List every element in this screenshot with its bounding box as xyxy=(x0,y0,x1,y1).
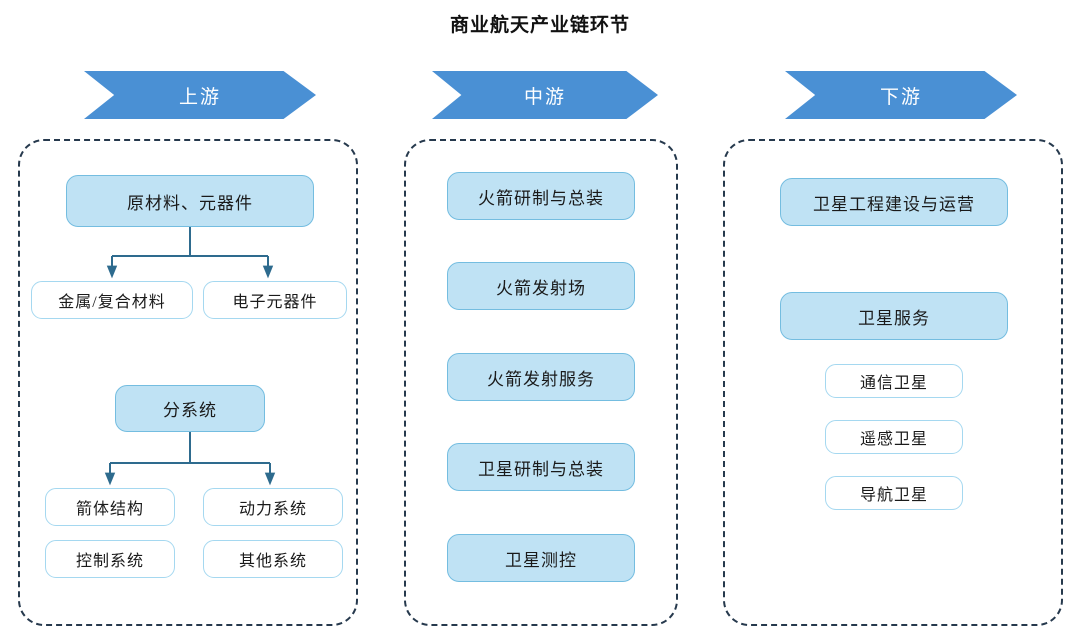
stage-banner-midstream-label: 中游 xyxy=(523,86,566,108)
stage-container-downstream xyxy=(723,139,1063,626)
page-title: 商业航天产业链环节 xyxy=(449,15,630,36)
stage-banner-upstream[interactable]: 上游 xyxy=(84,71,316,119)
node-rocket-rd-assembly[interactable]: 火箭研制与总装 xyxy=(447,172,635,220)
node-remote-sensing-satellite[interactable]: 遥感卫星 xyxy=(825,420,963,454)
node-metal-composite[interactable]: 金属/复合材料 xyxy=(31,281,193,319)
node-satellite-service[interactable]: 卫星服务 xyxy=(780,292,1008,340)
node-other-system[interactable]: 其他系统 xyxy=(203,540,343,578)
node-rocket-body-structure[interactable]: 箭体结构 xyxy=(45,488,175,526)
stage-container-midstream xyxy=(404,139,678,626)
node-satellite-tracking[interactable]: 卫星测控 xyxy=(447,534,635,582)
node-communication-satellite[interactable]: 通信卫星 xyxy=(825,364,963,398)
stage-banner-upstream-label: 上游 xyxy=(178,86,221,108)
node-satellite-engineering[interactable]: 卫星工程建设与运营 xyxy=(780,178,1008,226)
stage-banner-downstream[interactable]: 下游 xyxy=(785,71,1017,119)
stage-container-upstream xyxy=(18,139,358,626)
node-raw-materials[interactable]: 原材料、元器件 xyxy=(66,175,314,227)
node-control-system[interactable]: 控制系统 xyxy=(45,540,175,578)
node-subsystem[interactable]: 分系统 xyxy=(115,385,265,432)
node-electronic-components[interactable]: 电子元器件 xyxy=(203,281,347,319)
stage-banner-downstream-label: 下游 xyxy=(879,86,922,108)
node-rocket-launch-service[interactable]: 火箭发射服务 xyxy=(447,353,635,401)
node-rocket-launch-site[interactable]: 火箭发射场 xyxy=(447,262,635,310)
node-navigation-satellite[interactable]: 导航卫星 xyxy=(825,476,963,510)
node-satellite-rd-assembly[interactable]: 卫星研制与总装 xyxy=(447,443,635,491)
node-power-system[interactable]: 动力系统 xyxy=(203,488,343,526)
stage-banner-midstream[interactable]: 中游 xyxy=(432,71,658,119)
